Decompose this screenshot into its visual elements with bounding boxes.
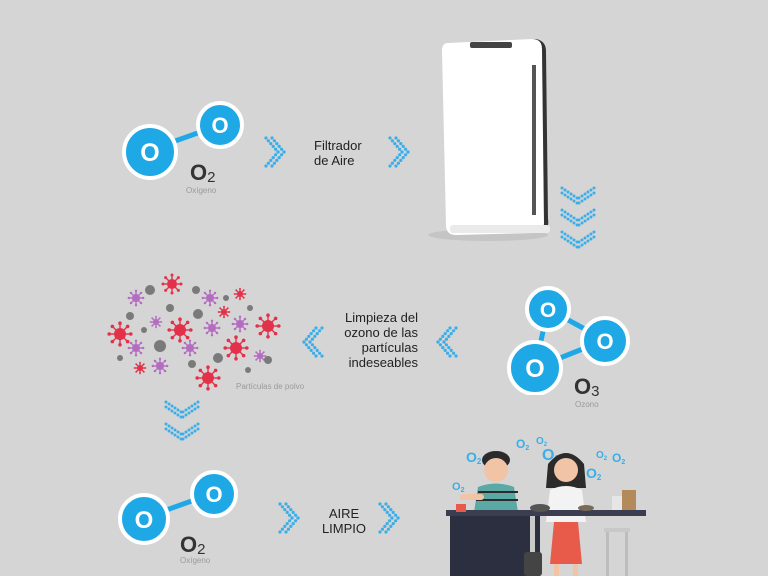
label-line: AIRE [328,506,360,521]
floating-o2-group: O2O2O2O2O2O2O2O2 [452,436,625,494]
floating-o2-label: O2 [516,437,529,452]
virus-icon [107,321,133,347]
dust-particle-icon [188,360,196,368]
dust-particle-icon [117,355,123,361]
air-purifier-icon [428,39,550,241]
o3-molecule-icon: O O O [507,286,630,395]
chevron-down-icon [164,400,200,441]
dust-particle-icon [145,285,155,295]
virus-icon [253,349,267,363]
man-figure [460,451,518,512]
formula-main: O [190,160,208,185]
chevron-left-icon [302,326,324,358]
floating-o2-label: O2 [586,465,602,482]
virus-icon [149,315,163,329]
label-line: partículas [361,340,418,355]
molecule-letter: O [540,299,556,322]
step2-label: Limpieza del ozono de las partículas ind… [326,310,418,370]
o2-formula: O2 [180,532,205,558]
virus-icon [151,357,169,375]
chevron-right-icon [278,502,300,534]
label-line: ozono de las [344,325,418,340]
virus-icon [233,287,247,301]
molecule-letter: O [596,329,613,354]
o2-formula: O2 [190,160,215,186]
dust-particle-icon [247,305,253,311]
dust-particle-icon [141,327,147,333]
o2-molecule-icon: O O [122,101,244,180]
molecule-letter: O [135,507,154,534]
floating-o2-label: O2 [536,436,548,448]
formula-sub: 3 [591,383,600,400]
o2-molecule-icon: O O [118,470,238,545]
dust-particle-icon [264,356,272,364]
virus-icon [203,319,221,337]
chevron-right-icon [388,136,410,168]
people-kitchen-icon: O2O2O2O2O2O2O2O2 [446,436,646,576]
chevron-down-icon [560,186,596,249]
dust-particle-icon [245,367,251,373]
step3-label: AIRE LIMPIO [314,506,374,536]
label-line: Limpieza del [345,310,418,325]
formula-main: O [574,374,592,399]
virus-icon [127,289,145,307]
molecule-letter: O [525,355,544,383]
virus-icon [255,313,281,339]
virus-icon [231,315,249,333]
formula-sub: 2 [207,169,216,186]
label-line: Filtrador [314,138,362,153]
molecule-letter: O [211,113,228,138]
dust-caption: Partículas de polvo [236,382,305,391]
dust-particle-icon [154,340,166,352]
formula-main: O [180,532,198,557]
label-line: de Aire [314,153,355,168]
virus-icon [217,305,231,319]
formula-sub: 2 [197,541,206,558]
chevron-right-icon [264,136,286,168]
virus-icon [133,361,147,375]
o3-formula: O3 [574,374,599,400]
floating-o2-label: O2 [452,481,465,494]
o3-caption: Ozono [575,400,599,409]
dust-particle-icon [213,353,223,363]
virus-icon [127,339,145,357]
dust-particle-icon [223,295,229,301]
dust-particle-icon [166,304,174,312]
virus-icon [195,365,221,391]
virus-icon [167,317,193,343]
floating-o2-label: O2 [466,449,482,466]
label-line: indeseables [348,355,418,370]
label-line: LIMPIO [321,521,367,536]
floating-o2-label: O2 [612,451,625,466]
step1-label: Filtrador de Aire [314,138,394,168]
dust-particle-icon [192,286,200,294]
molecule-letter: O [140,139,159,167]
virus-icon [223,335,249,361]
o2-caption: Oxígeno [186,186,217,195]
dust-particle-icon [193,309,203,319]
chevron-left-icon [436,326,458,358]
molecule-letter: O [205,482,222,507]
virus-icon [161,273,183,295]
virus-icon [181,339,199,357]
dust-particles-cluster [107,273,281,391]
virus-icon [201,289,219,307]
dust-particle-icon [126,312,134,320]
floating-o2-label: O2 [596,450,608,462]
o2-caption: Oxígeno [180,556,211,565]
chevron-right-icon [378,502,400,534]
